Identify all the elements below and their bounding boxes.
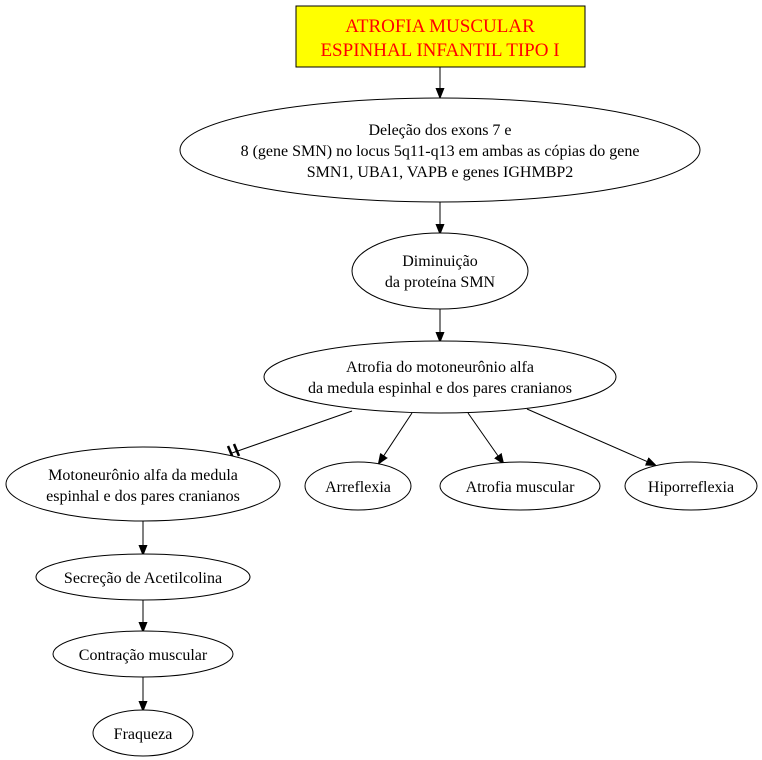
node-atrofia-motoneuronio: Atrofia do motoneurônio alfa da medula e… (263, 340, 617, 414)
node-label: Deleção dos exons 7 e (368, 122, 511, 139)
node-label: Arreflexia (325, 479, 391, 496)
node-label: Contração muscular (79, 647, 208, 664)
node-label: ATROFIA MUSCULAR (345, 16, 535, 37)
node-label: da proteína SMN (385, 274, 496, 291)
node-label: Atrofia muscular (466, 479, 576, 496)
edge-atrofia-atrofia-muscular (467, 412, 503, 463)
node-label: da medula espinhal e dos pares cranianos (308, 380, 572, 397)
node-label: Hiporreflexia (648, 479, 734, 496)
node-label: espinhal e dos pares cranianos (46, 488, 240, 505)
node-label: Atrofia do motoneurônio alfa (346, 359, 534, 376)
node-contracao: Contração muscular (52, 630, 234, 678)
node-atrofia-muscular: Atrofia muscular (439, 461, 601, 511)
node-label: Fraqueza (114, 726, 173, 743)
node-title: ATROFIA MUSCULAR ESPINHAL INFANTIL TIPO … (295, 5, 586, 68)
node-label: Diminuição (402, 253, 478, 270)
node-arreflexia: Arreflexia (304, 461, 412, 511)
node-label: 8 (gene SMN) no locus 5q11-q13 em ambas … (241, 143, 640, 160)
node-hiporreflexia: Hiporreflexia (624, 461, 758, 511)
node-secrecao: Secreção de Acetilcolina (35, 553, 251, 601)
node-label: Secreção de Acetilcolina (64, 570, 222, 587)
node-label: ESPINHAL INFANTIL TIPO I (320, 40, 559, 61)
edge-atrofia-hiporreflexia (526, 408, 655, 465)
node-label: Motoneurônio alfa da medula (48, 467, 238, 484)
node-label: SMN1, UBA1, VAPB e genes IGHMBP2 (307, 164, 574, 181)
node-delecao: Deleção dos exons 7 e 8 (gene SMN) no lo… (179, 97, 701, 203)
node-motoneuronio: Motoneurônio alfa da medula espinhal e d… (5, 446, 281, 522)
edge-atrofia-motoneuronio-inhibit (226, 410, 353, 459)
edge-atrofia-arreflexia (379, 412, 413, 463)
node-fraqueza: Fraqueza (92, 709, 194, 757)
node-diminuicao: Diminuição da proteína SMN (351, 232, 529, 310)
